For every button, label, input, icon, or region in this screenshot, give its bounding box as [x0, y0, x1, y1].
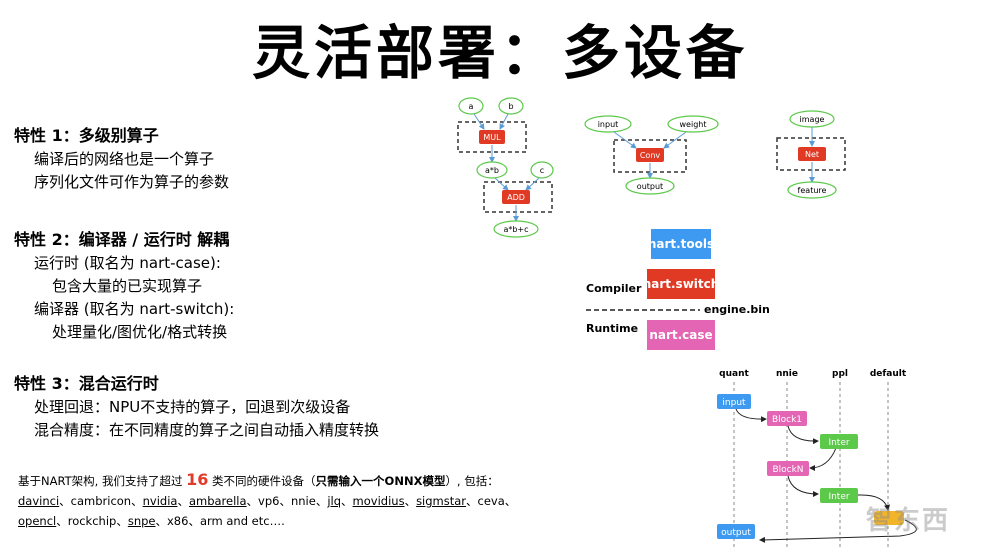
node-feature-label: feature	[798, 186, 827, 195]
op-mul-label: MUL	[483, 133, 501, 142]
node-a	[458, 97, 484, 115]
device-snpe: snpe	[127, 514, 156, 528]
feature-3: 特性 3：混合运行时 处理回退：NPU不支持的算子，回退到次级设备 混合精度：在…	[14, 372, 379, 442]
device-nnie: nnie	[290, 494, 316, 508]
nart-tools-box: nart.tools	[647, 229, 715, 259]
seq-input	[717, 394, 751, 409]
feature-3-heading: 特性 3：混合运行时	[14, 374, 159, 393]
note-suffix: ）, 包括：	[445, 474, 499, 488]
nart-switch-box: nart.switch	[643, 269, 719, 299]
nart-tools-label: nart.tools	[647, 237, 715, 251]
seq-inter-2	[820, 488, 858, 503]
node-weight-label: weight	[680, 120, 707, 129]
col-default: default	[870, 369, 907, 379]
feature-2-line-3: 编译器 (取名为 nart-switch):	[34, 300, 235, 318]
seq-input-label: input	[722, 398, 746, 408]
op-conv	[636, 148, 664, 162]
device-x86: x86	[166, 514, 189, 528]
runtime-sequence-diagram: quant nnie ppl default input Block1 Inte…	[717, 369, 917, 548]
device-ceva: ceva	[477, 494, 505, 508]
nart-case-label: nart.case	[649, 328, 713, 342]
feature-1-line-2: 序列化文件可作为算子的参数	[34, 173, 230, 191]
compiler-label: Compiler	[586, 282, 642, 295]
node-a-label: a	[469, 102, 474, 111]
nart-case-box: nart.case	[647, 320, 715, 350]
note-count: 16	[186, 470, 209, 489]
device-ambarella: ambarella	[188, 494, 247, 508]
feature-3-line-2: 混合精度：在不同精度的算子之间自动插入精度转换	[34, 421, 380, 439]
node-feature	[787, 181, 837, 199]
feature-1-line-1: 编译后的网络也是一个算子	[34, 150, 215, 168]
device-nvidia: nvidia	[142, 494, 178, 508]
seq-block1-label: Block1	[772, 415, 802, 425]
feature-1: 特性 1：多级别算子 编译后的网络也是一个算子 序列化文件可作为算子的参数	[14, 124, 229, 194]
device-arm: arm and etc….	[199, 514, 285, 528]
op-add	[502, 190, 530, 204]
seq-block1	[767, 411, 807, 426]
feature-2-line-2: 包含大量的已实现算子	[52, 277, 203, 295]
node-output	[625, 177, 675, 195]
op-net-label: Net	[805, 150, 819, 159]
op-conv-label: Conv	[640, 151, 661, 160]
node-image-label: image	[800, 115, 825, 124]
node-input-label: input	[598, 120, 619, 129]
net-dashed-box	[776, 137, 846, 171]
feature-2-line-1: 运行时 (取名为 nart-case):	[34, 254, 221, 272]
seq-inter-1	[820, 434, 858, 449]
feature-3-line-1: 处理回退：NPU不支持的算子，回退到次级设备	[34, 398, 351, 416]
node-ab-label: a*b	[485, 166, 499, 175]
slide-title: 灵活部署：多设备	[251, 19, 748, 87]
op-net	[798, 147, 826, 161]
watermark: 智东西	[866, 506, 951, 536]
device-movidius: movidius	[352, 494, 405, 508]
node-c-label: c	[540, 166, 544, 175]
graph-conv: input weight Conv output	[584, 115, 719, 195]
node-weight	[667, 115, 719, 133]
node-abc	[493, 220, 539, 238]
node-abc-label: a*b+c	[503, 225, 528, 234]
seq-inter-2-label: Inter	[828, 492, 849, 502]
device-davinci: davinci	[18, 494, 60, 508]
graph-net: image Net feature	[776, 110, 846, 199]
node-input	[584, 115, 632, 133]
col-ppl: ppl	[832, 369, 848, 379]
device-vp6: vp6	[258, 494, 280, 508]
col-quant: quant	[719, 369, 749, 379]
device-jlq: jlq	[327, 494, 342, 508]
node-output-label: output	[637, 182, 663, 191]
op-add-label: ADD	[507, 193, 525, 202]
node-b	[498, 97, 524, 115]
note-prefix: 基于NART架构, 我们支持了超过	[18, 474, 187, 488]
note-bold: 只需输入一个ONNX模型	[315, 474, 446, 488]
node-b-label: b	[508, 102, 513, 111]
note-middle: 类不同的硬件设备（	[208, 474, 316, 488]
seq-default-op	[874, 511, 904, 525]
runtime-label: Runtime	[586, 322, 639, 335]
device-rockchip: rockchip	[67, 514, 117, 528]
node-ab	[476, 161, 508, 179]
feature-1-heading: 特性 1：多级别算子	[14, 126, 159, 145]
op-mul	[479, 130, 505, 144]
feature-2-heading: 特性 2：编译器 / 运行时 解耦	[14, 230, 230, 249]
feature-2-line-4: 处理量化/图优化/格式转换	[52, 323, 228, 341]
col-nnie: nnie	[776, 369, 798, 379]
device-cambricon: cambricon	[70, 494, 132, 508]
seq-blockn-label: BlockN	[772, 465, 803, 475]
seq-output	[717, 524, 755, 539]
seq-output-label: output	[721, 528, 751, 538]
node-c	[530, 161, 554, 179]
device-opencl: opencl	[18, 514, 57, 528]
nart-switch-label: nart.switch	[642, 277, 720, 291]
device-sigmstar: sigmstar	[416, 494, 467, 508]
seq-blockn	[767, 461, 809, 476]
device-support-note: 基于NART架构, 我们支持了超过 16 类不同的硬件设备（只需输入一个ONNX…	[18, 470, 517, 528]
graph-mul-add: a b MUL a*b c ADD a*b+c	[457, 97, 554, 238]
feature-2: 特性 2：编译器 / 运行时 解耦 运行时 (取名为 nart-case): 包…	[14, 228, 234, 344]
engine-bin-label: engine.bin	[704, 303, 770, 316]
seq-inter-1-label: Inter	[828, 438, 849, 448]
